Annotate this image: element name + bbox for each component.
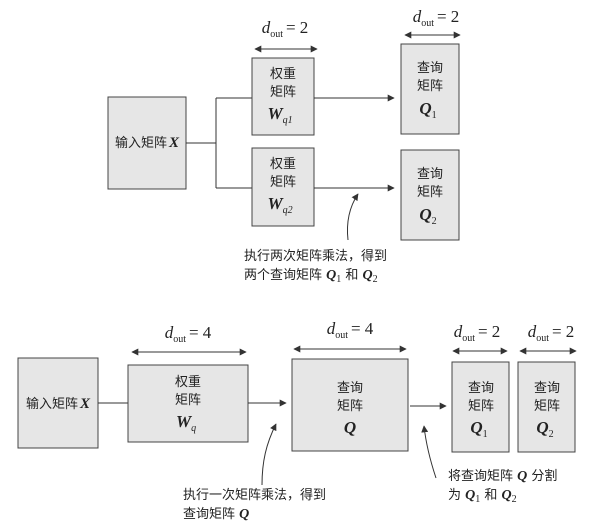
annotation-arrow-top <box>347 193 359 241</box>
query-matrix-q1-box <box>400 43 460 135</box>
bottom-weight-matrix-box <box>127 364 249 443</box>
bottom-weight-var: Wq <box>176 412 196 434</box>
bottom-caption-right-line2: 为 Q1 和 Q2 <box>448 488 517 505</box>
weight-q1-var: Wq1 <box>267 104 292 126</box>
bottom-q2-label-1: 查询 <box>534 381 560 396</box>
annotation-arrow-bottom-left <box>261 423 277 486</box>
dim-label-weight-top: dout= 2 <box>254 18 318 53</box>
bottom-weight-label-1: 权重 <box>175 374 201 390</box>
bottom-caption-right-line1: 将查询矩阵 Q 分割 <box>448 468 557 484</box>
q2-label-2: 矩阵 <box>417 185 443 200</box>
bottom-q1-var: Q1 <box>470 418 487 440</box>
dim-label-weight-bottom: dout= 4 <box>131 323 247 356</box>
bottom-q1-label-1: 查询 <box>468 381 494 396</box>
dim-label-q1-bottom: dout= 2 <box>452 322 508 355</box>
bottom-query-q2-box <box>517 361 576 453</box>
svg-text:dout= 2: dout= 2 <box>413 7 460 29</box>
q1-var: Q1 <box>419 99 436 121</box>
bottom-q2-var: Q2 <box>536 418 553 440</box>
bottom-q2-label-2: 矩阵 <box>534 399 560 414</box>
bottom-caption-left-line1: 执行一次矩阵乘法，得到 <box>183 487 326 503</box>
weight-matrix-q2-box <box>251 147 315 227</box>
dim-label-q-top: dout= 2 <box>404 7 461 39</box>
top-caption-line2: 两个查询矩阵 Q1 和 Q2 <box>244 268 378 285</box>
input-matrix-box <box>107 96 187 190</box>
svg-text:dout= 4: dout= 4 <box>327 319 374 341</box>
top-caption-line1: 执行两次矩阵乘法，得到 <box>244 248 387 264</box>
svg-text:dout= 2: dout= 2 <box>262 18 309 40</box>
svg-text:dout= 2: dout= 2 <box>528 322 575 344</box>
dim-label-q-bottom: dout= 4 <box>293 319 407 353</box>
dim-label-q2-bottom: dout= 2 <box>519 322 577 355</box>
weight-q2-var: Wq2 <box>267 194 292 216</box>
bottom-q1-label-2: 矩阵 <box>468 399 494 414</box>
annotation-arrow-bottom-right <box>421 425 437 479</box>
weight-q1-label-1: 权重 <box>270 66 296 82</box>
weight-matrix-q1-box <box>251 57 315 136</box>
weight-q2-label-1: 权重 <box>270 156 296 172</box>
bottom-q-label-1: 查询 <box>337 381 363 396</box>
q1-label-2: 矩阵 <box>417 79 443 94</box>
q2-label-1: 查询 <box>417 167 443 182</box>
q2-var: Q2 <box>419 205 436 227</box>
bottom-query-q1-box <box>451 361 510 453</box>
bottom-caption-left-line2: 查询矩阵 Q <box>183 507 249 522</box>
bottom-weight-label-2: 矩阵 <box>175 393 201 408</box>
bottom-input-matrix-box <box>17 357 99 449</box>
svg-text:dout= 2: dout= 2 <box>454 322 501 344</box>
bottom-q-label-2: 矩阵 <box>337 399 363 414</box>
svg-text:dout= 4: dout= 4 <box>165 323 212 345</box>
query-matrix-q2-box <box>400 149 460 241</box>
bottom-q-var: Q <box>344 418 356 437</box>
q1-label-1: 查询 <box>417 61 443 76</box>
weight-q1-label-2: 矩阵 <box>270 85 296 100</box>
bottom-query-matrix-box <box>291 358 409 452</box>
weight-q2-label-2: 矩阵 <box>270 175 296 190</box>
